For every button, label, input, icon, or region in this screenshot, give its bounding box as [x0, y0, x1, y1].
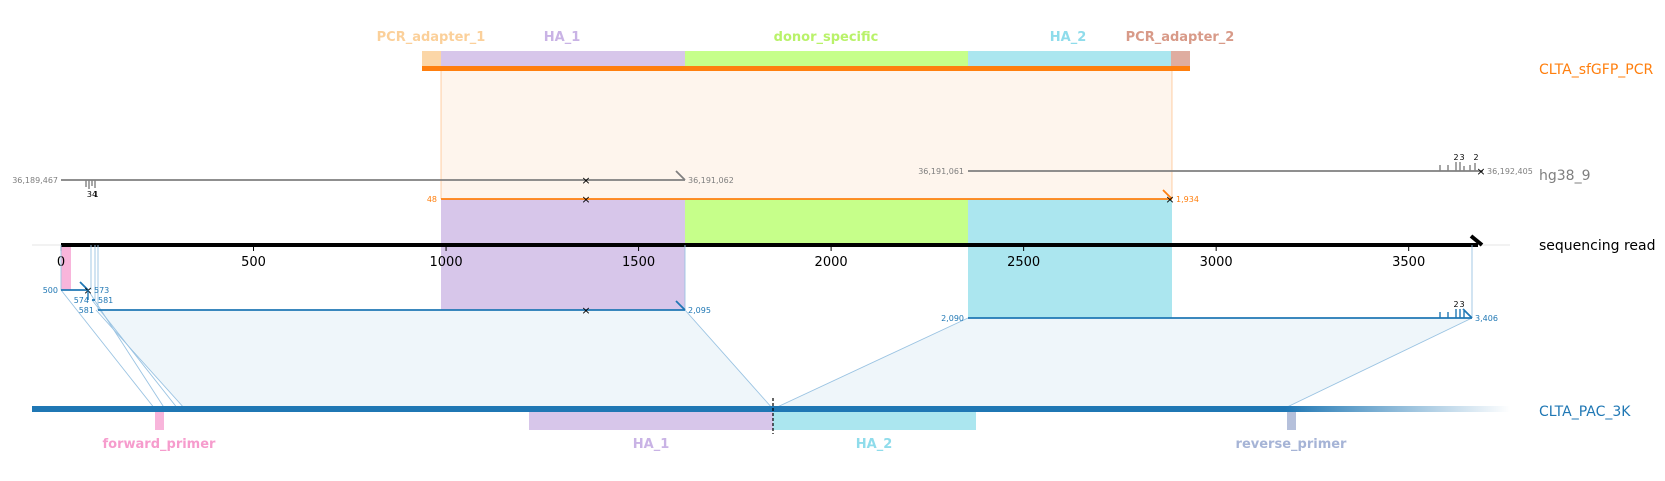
pac-c-mismatch-x: × [581, 304, 590, 317]
pac-shade-main [98, 310, 773, 409]
read-axis-tick-label: 3000 [1200, 255, 1233, 270]
genome-1-indel-marks [85, 180, 96, 189]
pac-connector-lines [60, 245, 1473, 410]
ha-1-bottom-label: HA_1 [633, 437, 670, 452]
ha-2-top-label: HA_2 [1050, 30, 1087, 45]
pac-d-indel-marks [1439, 309, 1465, 318]
pcr-shade [441, 71, 1172, 199]
pac-c-start-label: 581 [79, 306, 94, 315]
pac-projection: 500 573 × 574 581 581 2,095 × 2,090 3,40… [43, 245, 1498, 410]
ha-2-below-read [968, 245, 1172, 318]
ha-1-block-top [441, 51, 685, 66]
pcr-mismatch-x-2: × [1165, 193, 1174, 206]
pac-forward-primer-read-shade [61, 245, 71, 290]
pcr-line [422, 66, 1190, 71]
forward-primer-label: forward_primer [103, 437, 217, 452]
ha-2-block-bottom [773, 412, 976, 430]
reverse-primer-block [1287, 412, 1296, 430]
ha-1-top-label: HA_1 [544, 30, 581, 45]
read-axis-tick-label: 1500 [622, 255, 655, 270]
genome-1-end-label: 36,191,062 [688, 176, 734, 185]
pcr-mismatch-x-1: × [581, 193, 590, 206]
donor-specific-block [685, 51, 968, 66]
genome-1-indel-label-b: 1 [93, 190, 98, 199]
pcr-end-label: 1,934 [1176, 195, 1199, 204]
pac-d-end-label: 3,406 [1475, 314, 1498, 323]
pac-target-label: CLTA_PAC_3K [1539, 404, 1631, 420]
genome-track: 36,189,467 36,191,062 × 34 1 36,191,061 … [12, 153, 1533, 199]
donor-read-shade [685, 199, 968, 245]
pcr-start-label: 48 [427, 195, 437, 204]
read-axis-tick-label: 1000 [430, 255, 463, 270]
genome-2-indel-marks [1439, 162, 1476, 171]
read-axis-tick-label: 3500 [1392, 255, 1425, 270]
pcr-adapter-1-label: PCR_adapter_1 [377, 30, 486, 45]
pac-b-start-label: 574 [74, 296, 89, 305]
read-target-label: sequencing read [1539, 238, 1655, 254]
pac-bar [32, 406, 1285, 412]
genome-1-indel-label-a: 34 [87, 190, 97, 199]
pcr-projection [440, 71, 1173, 199]
reverse-primer-label: reverse_primer [1236, 437, 1348, 452]
pcr-alignment-arrow [1162, 189, 1173, 200]
pac-b-end-label: 581 [98, 296, 113, 305]
pac-a-start-label: 500 [43, 286, 58, 295]
pcr-adapter-2-label: PCR_adapter_2 [1126, 30, 1235, 45]
genome-1-start-label: 36,189,467 [12, 176, 58, 185]
pac-align-d-arrow [1462, 308, 1473, 319]
pcr-target-label: CLTA_sfGFP_PCR [1539, 62, 1653, 78]
genome-segment-1-arrow [675, 170, 686, 181]
genome-1-mismatch-x: × [581, 174, 590, 187]
ha-2-block-top [968, 51, 1171, 66]
pac-c-end-label: 2,095 [688, 306, 711, 315]
pac-d-start-label: 2,090 [941, 314, 964, 323]
pac-align-c-arrow [675, 300, 686, 311]
ha-1-below-read [441, 245, 685, 310]
read-axis-tick-label: 2500 [1007, 255, 1040, 270]
genome-2-indel-label-b: 3 [1459, 153, 1464, 162]
pac-bar-fade [1285, 406, 1510, 412]
read-feature-shading [61, 199, 1172, 318]
read-bar-arrow [1469, 234, 1484, 247]
genome-2-indel-label-c: 2 [1473, 153, 1478, 162]
ha-2-bottom-label: HA_2 [856, 437, 893, 452]
ha-2-read-shade [968, 199, 1172, 245]
ha-1-read-shade [441, 199, 685, 245]
pac-d-indel-label-a: 2 [1453, 300, 1458, 309]
target-labels: CLTA_sfGFP_PCR hg38_9 sequencing read CL… [1539, 62, 1655, 420]
pac-shade-right [773, 318, 1472, 409]
read-axis-tick-label: 500 [241, 255, 266, 270]
genome-2-start-label: 36,191,061 [918, 167, 964, 176]
pac-align-a-arrow [79, 281, 89, 291]
pcr-adapter-1-block [422, 51, 441, 66]
donor-specific-label: donor_specific [774, 30, 879, 45]
genome-2-indel-label-a: 2 [1453, 153, 1458, 162]
forward-primer-block [155, 412, 164, 430]
pcr-alignment: 48 1,934 × × [427, 189, 1199, 206]
pcr-adapter-2-block [1171, 51, 1190, 66]
pac-d-indel-label-b: 3 [1459, 300, 1464, 309]
ha-1-block-bottom [529, 412, 773, 430]
genome-2-end-label: 36,192,405 [1487, 167, 1533, 176]
pac-a-end-label: 573 [94, 286, 109, 295]
pac-reference-track: forward_primer HA_1 HA_2 reverse_primer [32, 398, 1510, 452]
genome-target-label: hg38_9 [1539, 168, 1590, 184]
genome-2-mismatch-x: × [1476, 165, 1485, 178]
pcr-track: PCR_adapter_1 HA_1 donor_specific HA_2 P… [377, 30, 1235, 71]
read-axis-tick-label: 2000 [815, 255, 848, 270]
